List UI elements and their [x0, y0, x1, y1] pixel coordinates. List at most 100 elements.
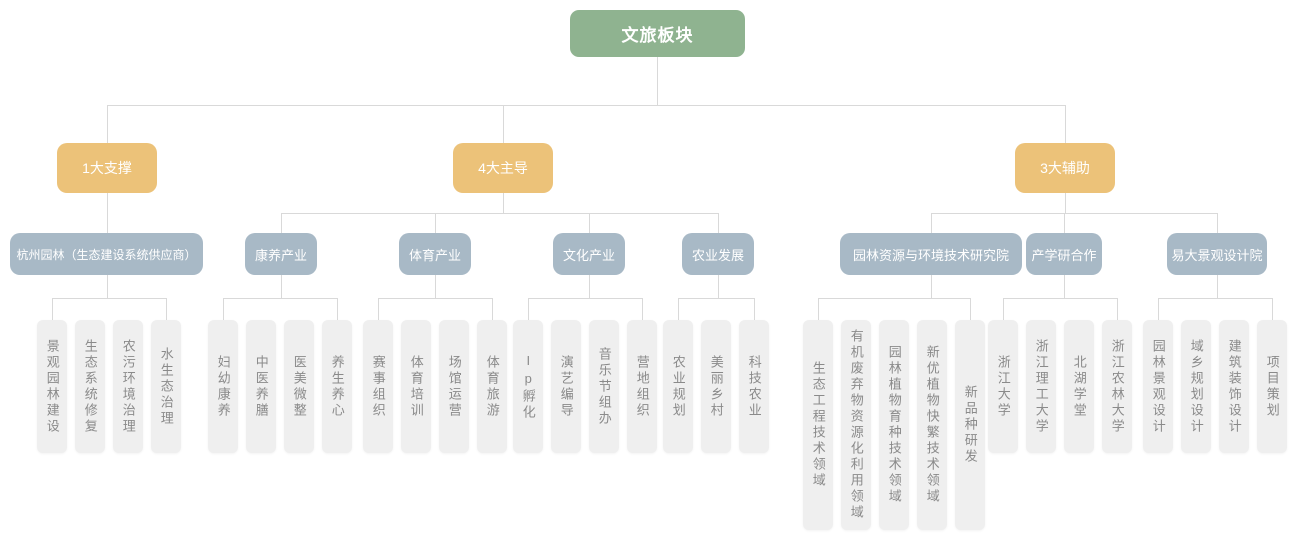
leaf-node: 建筑装饰设计 — [1219, 320, 1249, 453]
connector — [931, 213, 1217, 214]
branch-lead-node: 4大主导 — [453, 143, 553, 193]
connector — [931, 275, 932, 298]
connector — [589, 275, 590, 298]
leaf-node: 北湖学堂 — [1064, 320, 1094, 453]
leaf-node: 音乐节组办 — [589, 320, 619, 453]
connector — [1065, 105, 1066, 143]
leaf-node: 景观园林建设 — [37, 320, 67, 453]
connector — [1217, 213, 1218, 233]
leaf-node: 园林景观设计 — [1143, 320, 1173, 453]
connector — [281, 275, 282, 298]
connector — [1003, 298, 1117, 299]
connector — [107, 275, 108, 298]
connector — [107, 105, 1065, 106]
connector — [528, 298, 642, 299]
connector — [107, 193, 108, 233]
branch-assist-node: 3大辅助 — [1015, 143, 1115, 193]
node-hangzhou-garden: 杭州园林（生态建设系统供应商） — [10, 233, 203, 275]
node-research-institute: 园林资源与环境技术研究院 — [840, 233, 1022, 275]
connector — [931, 213, 932, 233]
connector — [718, 213, 719, 233]
connector — [223, 298, 337, 299]
leaf-node: 营地组织 — [627, 320, 657, 453]
leaf-node: 生态工程技术领域 — [803, 320, 833, 530]
connector — [1064, 213, 1065, 233]
connector — [678, 298, 754, 299]
leaf-group-industry-academia: 浙江大学浙江理工大学北湖学堂浙江农林大学 — [988, 320, 1132, 453]
leaf-node: 科技农业 — [739, 320, 769, 453]
leaf-node: 演艺编导 — [551, 320, 581, 453]
leaf-node: 有机废弃物资源化利用领域 — [841, 320, 871, 530]
branch-support-node: 1大支撑 — [57, 143, 157, 193]
connector — [166, 298, 167, 320]
connector — [818, 298, 970, 299]
connector — [1158, 298, 1159, 320]
connector — [528, 298, 529, 320]
leaf-node: 体育培训 — [401, 320, 431, 453]
leaf-node: Ip孵化 — [513, 320, 543, 453]
connector — [337, 298, 338, 320]
connector — [378, 298, 492, 299]
connector — [678, 298, 679, 320]
leaf-group-wellness: 妇幼康养中医养膳医美微整养生养心 — [208, 320, 352, 453]
leaf-node: 赛事组织 — [363, 320, 393, 453]
connector — [1065, 193, 1066, 213]
leaf-node: 园林植物育种技术领域 — [879, 320, 909, 530]
leaf-node: 水生态治理 — [151, 320, 181, 453]
root-node: 文旅板块 — [570, 10, 745, 57]
connector — [52, 298, 166, 299]
leaf-group-agriculture: 农业规划美丽乡村科技农业 — [663, 320, 769, 453]
connector — [970, 298, 971, 320]
leaf-node: 新优植物快繁技术领域 — [917, 320, 947, 530]
leaf-node: 中医养膳 — [246, 320, 276, 453]
connector — [1158, 298, 1272, 299]
leaf-group-sports: 赛事组织体育培训场馆运营体育旅游 — [363, 320, 507, 453]
connector — [435, 213, 436, 233]
connector — [642, 298, 643, 320]
node-sports: 体育产业 — [399, 233, 471, 275]
leaf-node: 场馆运营 — [439, 320, 469, 453]
node-wellness: 康养产业 — [245, 233, 317, 275]
leaf-node: 新品种研发 — [955, 320, 985, 530]
leaf-node: 浙江大学 — [988, 320, 1018, 453]
leaf-node: 美丽乡村 — [701, 320, 731, 453]
connector — [281, 213, 718, 214]
connector — [281, 213, 282, 233]
leaf-node: 妇幼康养 — [208, 320, 238, 453]
connector — [52, 298, 53, 320]
connector — [107, 105, 108, 143]
leaf-node: 医美微整 — [284, 320, 314, 453]
leaf-node: 体育旅游 — [477, 320, 507, 453]
leaf-node: 域乡规划设计 — [1181, 320, 1211, 453]
leaf-group-research-institute: 生态工程技术领域有机废弃物资源化利用领域园林植物育种技术领域新优植物快繁技术领域… — [803, 320, 985, 530]
connector — [435, 275, 436, 298]
leaf-node: 农业规划 — [663, 320, 693, 453]
leaf-group-culture: Ip孵化演艺编导音乐节组办营地组织 — [513, 320, 657, 453]
leaf-node: 浙江理工大学 — [1026, 320, 1056, 453]
leaf-node: 浙江农林大学 — [1102, 320, 1132, 453]
connector — [818, 298, 819, 320]
connector — [1272, 298, 1273, 320]
connector — [589, 213, 590, 233]
connector — [503, 193, 504, 213]
leaf-node: 生态系统修复 — [75, 320, 105, 453]
connector — [718, 275, 719, 298]
node-yida-design: 易大景观设计院 — [1167, 233, 1267, 275]
connector — [223, 298, 224, 320]
connector — [1064, 275, 1065, 298]
connector — [1003, 298, 1004, 320]
node-industry-academia: 产学研合作 — [1026, 233, 1102, 275]
node-culture: 文化产业 — [553, 233, 625, 275]
leaf-node: 养生养心 — [322, 320, 352, 453]
connector — [378, 298, 379, 320]
node-agriculture: 农业发展 — [682, 233, 754, 275]
leaf-node: 农污环境治理 — [113, 320, 143, 453]
leaf-node: 项目策划 — [1257, 320, 1287, 453]
connector — [1217, 275, 1218, 298]
connector — [657, 57, 658, 105]
connector — [754, 298, 755, 320]
connector — [503, 105, 504, 143]
connector — [492, 298, 493, 320]
connector — [1117, 298, 1118, 320]
